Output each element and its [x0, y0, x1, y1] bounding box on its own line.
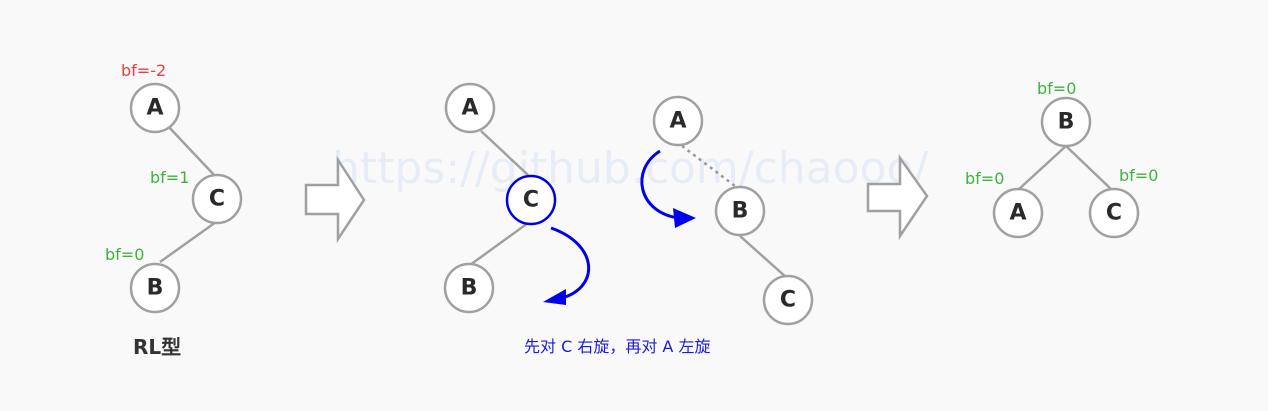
bf-label-c: bf=1 [150, 168, 189, 187]
edge-c-b [159, 220, 217, 264]
edge-a-c [480, 130, 529, 176]
node-c: C [1088, 187, 1140, 239]
node-a: A [652, 95, 704, 147]
svg-text:A: A [1009, 201, 1026, 226]
bf-label-b: bf=0 [1037, 79, 1076, 98]
svg-text:C: C [1106, 201, 1122, 226]
svg-text:B: B [461, 276, 478, 301]
edge-a-c [165, 123, 217, 178]
node-b: B [443, 262, 495, 314]
node-c-highlighted: C [505, 174, 557, 226]
svg-text:A: A [146, 96, 163, 121]
node-b: B [1040, 96, 1092, 148]
svg-text:B: B [732, 199, 749, 224]
svg-text:C: C [523, 188, 539, 213]
edge-b-a [1017, 145, 1067, 191]
svg-text:A: A [461, 96, 478, 121]
rotate-right-arrow-icon [550, 226, 591, 301]
bf-label-b: bf=0 [105, 245, 144, 264]
node-c: C [191, 173, 243, 225]
rotate-right-arrowhead-icon [543, 289, 566, 305]
panel-right-rotate-c: A C B [443, 82, 591, 314]
panel-left-rotate-a: A B C [640, 95, 814, 326]
svg-text:B: B [147, 276, 164, 301]
bf-label-c: bf=0 [1119, 166, 1158, 185]
svg-text:C: C [780, 288, 796, 313]
rotate-left-arrow-icon [640, 149, 679, 220]
node-b: B [714, 185, 766, 237]
svg-text:A: A [669, 109, 686, 134]
edge-b-c [739, 235, 788, 279]
big-arrow-right-icon [304, 155, 366, 244]
panel-rl-type: A C B bf=-2 bf=1 bf=0 RL型 [105, 61, 243, 359]
panel-balanced-result: B A C bf=0 bf=0 bf=0 [965, 79, 1158, 239]
bf-label-a: bf=0 [965, 169, 1004, 188]
rotation-caption: 先对 C 右旋，再对 A 左旋 [524, 337, 710, 356]
rotate-left-arrowhead-icon [673, 208, 696, 228]
node-a: A [444, 82, 496, 134]
bf-label-a: bf=-2 [121, 61, 166, 80]
node-a: A [992, 187, 1044, 239]
edge-c-b [469, 221, 529, 267]
node-c: C [762, 274, 814, 326]
big-arrow-right-icon [866, 154, 929, 241]
svg-text:C: C [209, 187, 225, 212]
node-b: B [129, 262, 181, 314]
edge-b-c [1065, 145, 1113, 191]
node-a: A [129, 82, 181, 134]
rl-type-title: RL型 [133, 335, 181, 359]
svg-text:B: B [1058, 110, 1075, 135]
watermark-text: https://github.com/chaooo/ [332, 143, 928, 194]
